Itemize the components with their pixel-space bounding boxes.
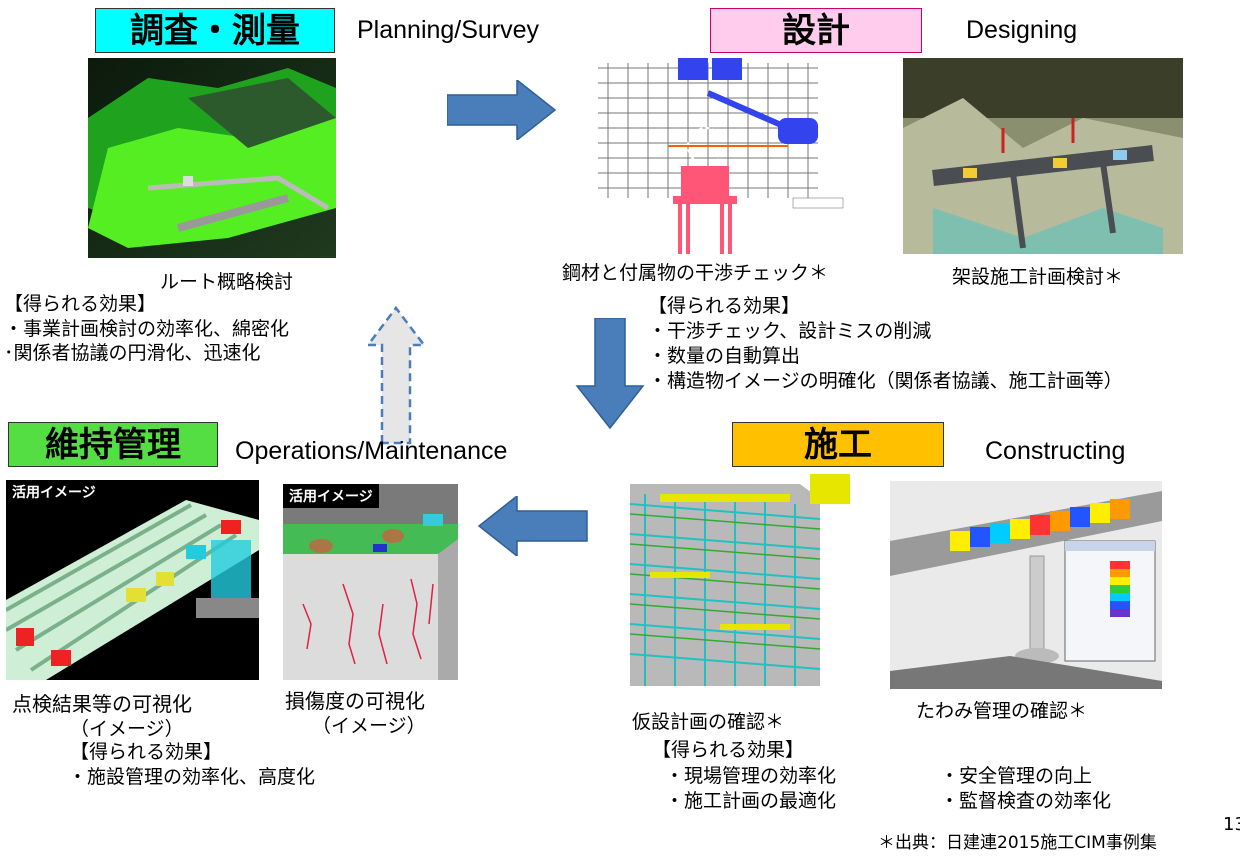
interference-check-image (588, 58, 863, 254)
phase-box-design: 設計 (710, 8, 922, 53)
usage-image-badge: 活用イメージ (283, 484, 379, 508)
caption-erection: 架設施工計画検討＊ (952, 266, 1124, 288)
caption-temporary: 仮設計画の確認＊ (632, 711, 785, 733)
survey-effects-item: ･関係者協議の円滑化、迅速化 (4, 342, 261, 365)
phase-english-survey: Planning/Survey (357, 16, 540, 44)
arrow-down-design-to-construction (575, 318, 645, 430)
usage-image-badge: 活用イメージ (6, 480, 102, 504)
survey-effects: 【得られる効果】 ・事業計画検討の効率化、綿密化 ･関係者協議の円滑化、迅速化 (4, 292, 289, 366)
phase-english-design: Designing (966, 16, 1078, 44)
damage-visualization-image: 活用イメージ (283, 484, 458, 680)
phase-box-construction: 施工 (732, 422, 944, 467)
arrow-left-construction-to-maintenance (477, 496, 588, 556)
construction-effects-col2: ・安全管理の向上 ・監督検査の効率化 (940, 764, 1111, 813)
phase-box-survey: 調査・測量 (95, 8, 335, 53)
design-effects-item: ・干渉チェック、設計ミスの削減 (648, 320, 932, 343)
design-effects-item: ・構造物イメージの明確化（関係者協議、施工計画等） (648, 370, 1123, 393)
construction-effects-item: ・監督検査の効率化 (940, 789, 1112, 812)
maintenance-effects-heading: 【得られる効果】 (70, 741, 223, 763)
caption-route: ルート概略検討 (160, 271, 294, 293)
arrow-up-dashed-maintenance-to-survey (366, 305, 426, 445)
design-effects-heading: 【得られる効果】 (648, 295, 801, 317)
construction-effects-item: ・施工計画の最適化 (665, 789, 837, 812)
phase-english-construction: Constructing (985, 437, 1126, 465)
maintenance-effects-item: ・施設管理の効率化、高度化 (68, 765, 316, 788)
deflection-management-image (890, 481, 1162, 689)
survey-effects-item: ・事業計画検討の効率化、綿密化 (4, 317, 290, 340)
phase-title-construction: 施工 (804, 425, 872, 465)
caption-deflection: たわみ管理の確認＊ (916, 700, 1088, 722)
phase-english-maintenance: Operations/Maintenance (235, 437, 508, 465)
construction-effects-item: ・安全管理の向上 (940, 765, 1093, 787)
design-effects: 【得られる効果】 ・干渉チェック、設計ミスの削減 ・数量の自動算出 ・構造物イメ… (648, 294, 1123, 394)
survey-effects-heading: 【得られる効果】 (4, 293, 157, 315)
phase-title-survey: 調査・測量 (130, 11, 300, 51)
caption-inspection-line2: （イメージ） (70, 718, 184, 740)
arrow-right-survey-to-design (447, 80, 557, 140)
caption-damage-line1: 損傷度の可視化 (285, 689, 425, 713)
construction-effects-col1: ・現場管理の効率化 ・施工計画の最適化 (665, 764, 836, 813)
page-number: 13 (1223, 814, 1240, 835)
phase-box-maintenance: 維持管理 (8, 422, 218, 467)
temporary-works-image (620, 474, 850, 686)
source-note: ＊出典：日建連2015施工CIM事例集 (878, 833, 1157, 853)
construction-effects-item: ・現場管理の効率化 (665, 765, 837, 787)
phase-title-design: 設計 (782, 11, 850, 51)
inspection-visualization-image: 活用イメージ (6, 480, 259, 680)
caption-damage-line2: （イメージ） (312, 715, 426, 737)
construction-effects-heading: 【得られる効果】 (652, 739, 805, 761)
route-terrain-image (88, 58, 336, 258)
erection-plan-image (903, 58, 1183, 254)
maintenance-effects: 【得られる効果】 ・施設管理の効率化、高度化 (68, 740, 316, 789)
design-effects-item: ・数量の自動算出 (648, 345, 801, 368)
caption-interference: 鋼材と付属物の干渉チェック＊ (562, 262, 829, 284)
caption-inspection-line1: 点検結果等の可視化 (12, 692, 192, 716)
phase-title-maintenance: 維持管理 (45, 425, 181, 465)
